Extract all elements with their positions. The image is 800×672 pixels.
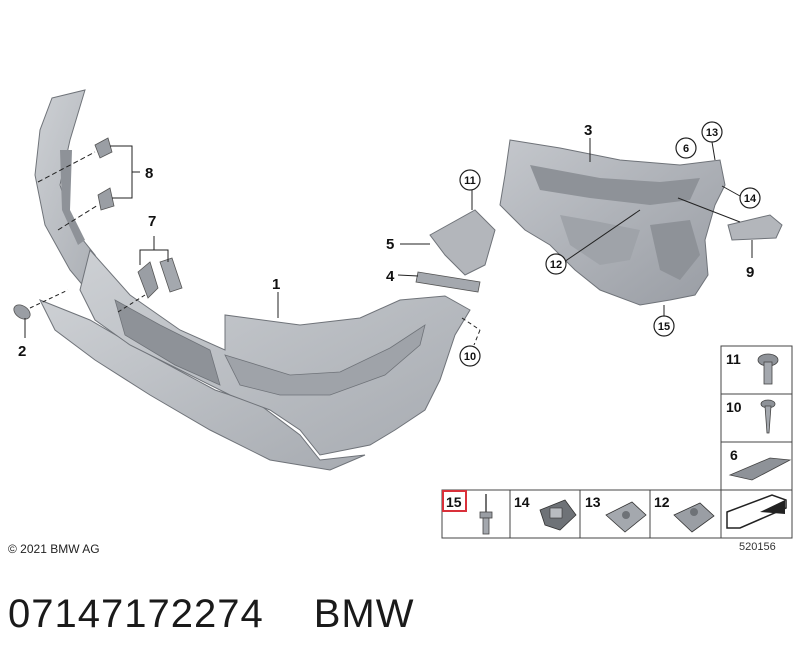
footer-caption: 07147172274 BMW [8,592,414,637]
callout-10: 10 [464,351,476,363]
arrow-icon [726,494,787,529]
callout-6: 6 [683,143,689,155]
table-label-11: 11 [726,351,741,367]
table-label-12: 12 [654,494,670,510]
screw-10-icon [760,399,776,434]
part-number: 07147172274 [8,592,264,636]
callout-2: 2 [18,343,26,360]
copyright-text: © 2021 BMW AG [8,542,100,556]
diagram-reference-number: 520156 [739,541,776,553]
callout-5: 5 [386,236,394,253]
callout-7: 7 [148,213,156,230]
callout-8: 8 [145,165,153,182]
carrier-part-3 [499,138,726,306]
callout-14: 14 [744,193,757,205]
cap-part-2 [13,289,69,338]
clip-nut-14-icon [539,499,577,531]
clip-nut-13-icon [605,501,647,533]
table-label-15: 15 [446,494,462,510]
side-bracket-part-5 [400,188,496,276]
callout-11: 11 [464,175,476,187]
parts-table [441,345,793,539]
table-labels: 11 10 6 15 14 13 12 [446,351,742,510]
brackets-part-7 [117,236,183,313]
bumper-panel-part-1 [34,89,471,471]
table-label-6: 6 [730,447,738,463]
brand-name: BMW [313,592,415,636]
table-label-10: 10 [726,399,742,415]
pad-6-icon [728,457,792,481]
screw-11-icon [757,353,779,385]
strip-part-4 [397,271,481,346]
callout-9: 9 [746,264,754,281]
callout-12: 12 [550,259,562,271]
rivet-15-icon [479,494,493,535]
callout-1: 1 [272,276,280,293]
callout-15: 15 [658,321,670,333]
clips-part-8 [37,137,140,231]
clip-nut-12-icon [673,502,715,533]
table-label-13: 13 [585,494,601,510]
callout-3: 3 [584,122,592,139]
bracket-part-9 [677,197,783,258]
callout-4: 4 [386,268,395,285]
callout-13: 13 [706,127,718,139]
highlight-box-15 [442,490,467,512]
table-label-14: 14 [514,494,530,510]
callout-labels: 1 2 3 4 5 7 8 9 6 10 11 12 13 14 15 [18,121,761,367]
